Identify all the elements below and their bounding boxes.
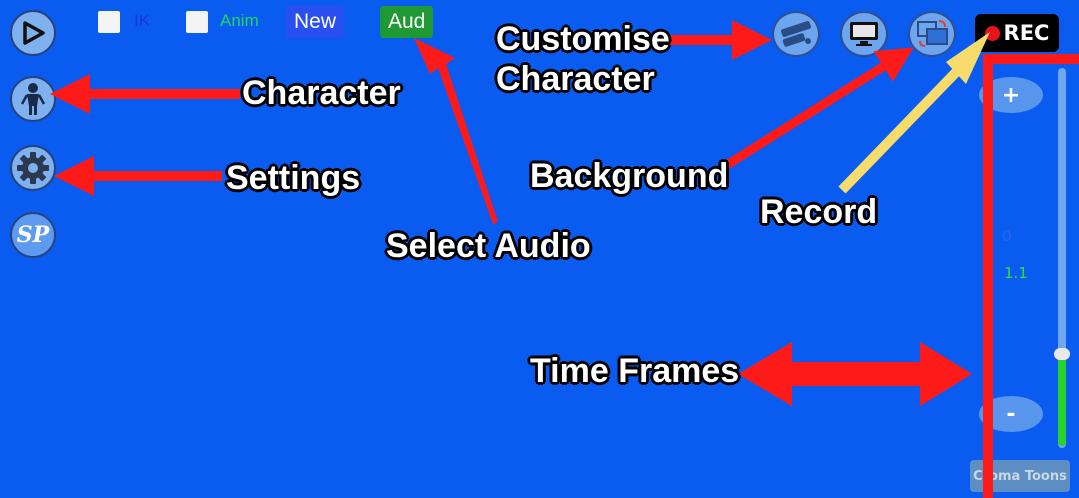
screen-icon [850, 22, 878, 46]
anim-checkbox[interactable] [186, 11, 208, 33]
character-icon [20, 83, 46, 115]
settings-button[interactable] [10, 145, 56, 191]
ik-label: IK [134, 11, 151, 30]
timeline-border-vertical [983, 54, 993, 498]
ik-checkbox[interactable] [98, 11, 120, 33]
timeline-thumb[interactable] [1054, 348, 1070, 360]
character-button[interactable] [10, 76, 56, 122]
select-audio-arrow [414, 38, 498, 224]
gear-icon [17, 152, 49, 184]
anim-label: Anim [220, 11, 259, 30]
frame-value: 1.1 [1004, 264, 1028, 282]
play-icon [23, 21, 45, 45]
record-arrow-head [946, 32, 990, 84]
select-audio-annotation: Select Audio [386, 227, 591, 265]
time-frames-arrow [738, 342, 972, 406]
rec-label: REC [1003, 21, 1050, 45]
play-button[interactable] [10, 10, 56, 56]
customise-annotation-line2: Character [496, 60, 655, 98]
record-dot-icon [984, 25, 1000, 41]
background-arrow [719, 47, 914, 172]
timeline-track[interactable] [1058, 68, 1066, 448]
background-swap-icon [917, 20, 948, 47]
background-button[interactable] [908, 11, 956, 57]
background-annotation: Background [530, 157, 729, 195]
sp-icon: SP [16, 222, 50, 248]
aud-button[interactable]: Aud [380, 6, 434, 38]
timeline-fill [1058, 354, 1066, 446]
customise-character-icon [781, 21, 811, 47]
record-annotation: Record [760, 193, 878, 231]
character-annotation: Character [242, 74, 401, 112]
record-arrow [838, 62, 966, 194]
logo-text: Croma Toons [973, 468, 1067, 484]
time-frames-annotation: Time Frames [530, 352, 740, 390]
timeline-border-top [990, 54, 1079, 64]
sp-button[interactable]: SP [10, 212, 56, 258]
new-button[interactable]: New [286, 6, 345, 38]
settings-annotation: Settings [226, 159, 361, 197]
customise-character-button[interactable] [772, 11, 820, 57]
timeline-top-value: 0 [1002, 227, 1012, 245]
customise-annotation-line1: Customise [496, 20, 670, 58]
